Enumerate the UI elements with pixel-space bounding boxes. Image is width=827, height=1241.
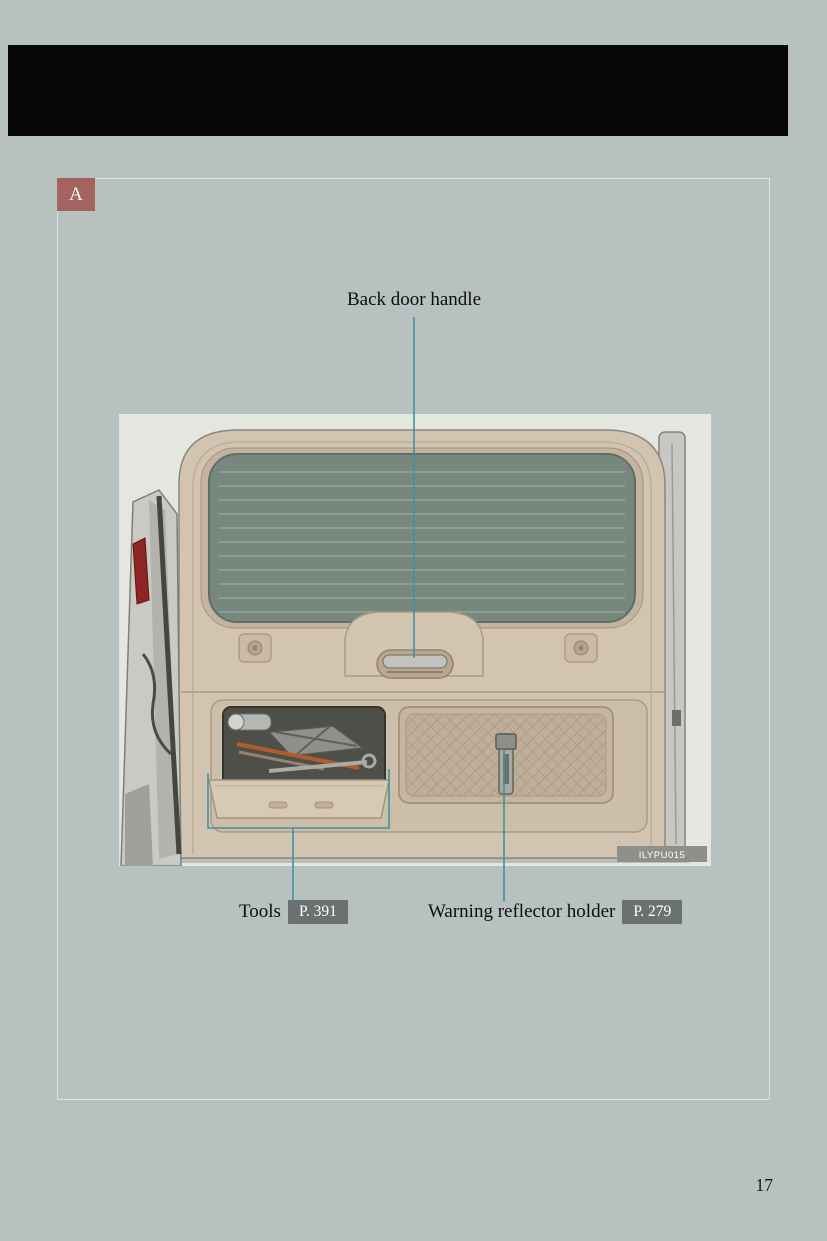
page-number: 17	[755, 1175, 774, 1195]
figure-code: ILYPU015	[639, 850, 686, 861]
tools-label: Tools	[239, 901, 281, 922]
back-door-illustration: ILYPU015	[119, 414, 711, 867]
reflector-label-row: Warning reflector holder P. 279	[428, 900, 683, 924]
section-badge: A	[57, 178, 95, 211]
back-door-illustration-svg: ILYPU015	[119, 414, 711, 867]
content-frame: A Back door handle	[57, 178, 770, 1100]
section-badge-label: A	[69, 183, 83, 205]
tools-label-row: Tools P. 391	[239, 900, 348, 924]
back-door-handle-label: Back door handle	[346, 289, 482, 310]
tools-page-ref-badge: P. 391	[287, 900, 348, 924]
reflector-label: Warning reflector holder	[428, 901, 616, 922]
chapter-header-bar	[8, 45, 788, 136]
reflector-page-ref-badge: P. 279	[622, 900, 683, 924]
